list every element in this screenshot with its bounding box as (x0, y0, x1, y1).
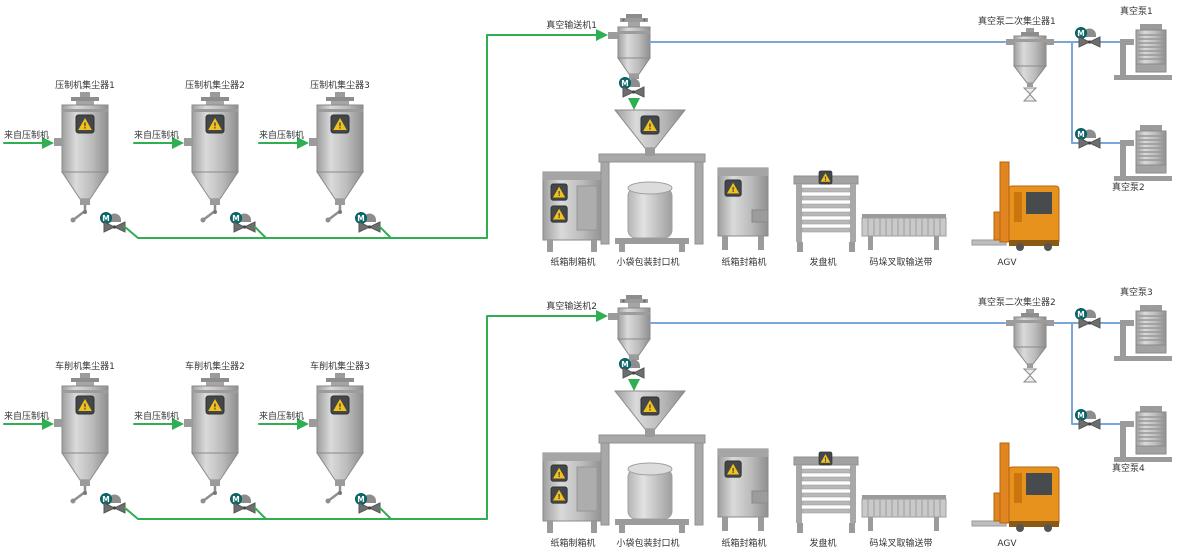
source-label: 来自压制机 (259, 129, 304, 141)
source-label: 来自压制机 (4, 129, 49, 141)
conveyor-label: 真空输送机1 (546, 19, 597, 31)
conveyor-label: 真空输送机2 (546, 300, 597, 312)
collector-label: 车削机集尘器2 (185, 360, 245, 372)
source-label: 来自压制机 (134, 129, 179, 141)
pump-label: 真空泵2 (1112, 181, 1145, 193)
top-section-labels: 压制机集尘器1 压制机集尘器2 压制机集尘器3 来自压制机 来自压制机 来自压制… (4, 5, 1153, 268)
source-label: 来自压制机 (134, 410, 179, 422)
equipment-label: 纸箱制箱机 (550, 256, 595, 268)
secondary-collector-label: 真空泵二次集尘器2 (978, 296, 1056, 308)
secondary-collector-label: 真空泵二次集尘器1 (978, 15, 1056, 27)
equipment-label: 小袋包装封口机 (616, 256, 679, 268)
equipment-label: AGV (997, 258, 1017, 268)
equipment-label: AGV (997, 539, 1017, 549)
equipment-label: 小袋包装封口机 (616, 537, 679, 549)
collector-label: 压制机集尘器3 (310, 79, 370, 91)
equipment-label: 发盘机 (809, 256, 836, 268)
pump-label: 真空泵3 (1120, 286, 1153, 298)
bottom-section-labels: 车削机集尘器1 车削机集尘器2 车削机集尘器3 来自压制机 来自压制机 来自压制… (4, 286, 1153, 549)
equipment-label: 纸箱封箱机 (721, 256, 766, 268)
pump-label: 真空泵1 (1120, 5, 1153, 17)
source-label: 来自压制机 (4, 410, 49, 422)
collector-label: 车削机集尘器3 (310, 360, 370, 372)
top-section (4, 14, 1172, 252)
source-label: 来自压制机 (259, 410, 304, 422)
pump-label: 真空泵4 (1112, 462, 1145, 474)
collector-label: 压制机集尘器2 (185, 79, 245, 91)
equipment-label: 码垛叉取输送带 (869, 256, 932, 268)
collector-label: 压制机集尘器1 (55, 79, 115, 91)
equipment-label: 纸箱封箱机 (721, 537, 766, 549)
equipment-label: 发盘机 (809, 537, 836, 549)
collector-label: 车削机集尘器1 (55, 360, 115, 372)
bottom-section (4, 295, 1172, 533)
equipment-label: 码垛叉取输送带 (869, 537, 932, 549)
equipment-label: 纸箱制箱机 (550, 537, 595, 549)
